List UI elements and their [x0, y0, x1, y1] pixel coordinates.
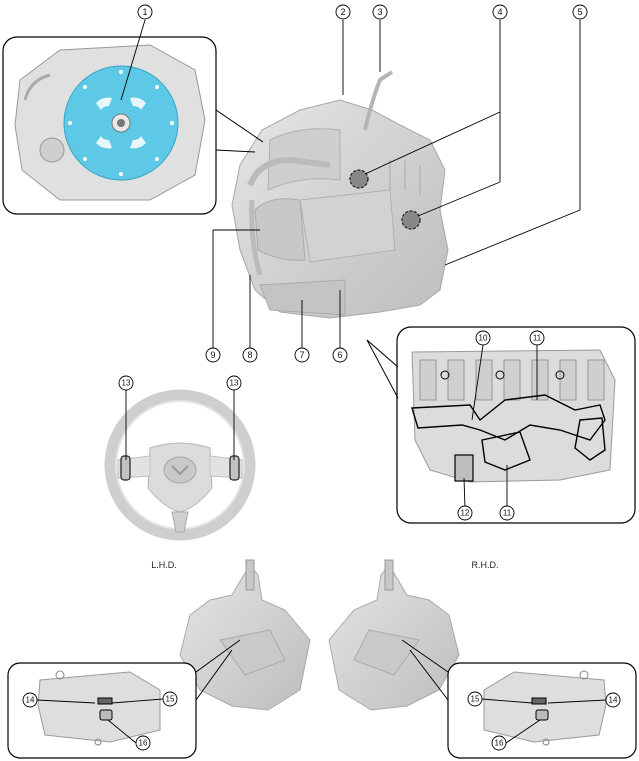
- callout-12: 12: [457, 505, 473, 521]
- caption-rhd: R.H.D.: [472, 560, 499, 570]
- svg-text:6: 6: [337, 350, 342, 360]
- switch-inset-lhd: [7, 662, 197, 759]
- callout-16-rhd: 16: [491, 735, 507, 751]
- paddle-left: [120, 455, 131, 481]
- callout-7: 7: [294, 347, 310, 363]
- shifter-rhd: [328, 559, 460, 711]
- callout-11-top: 11: [529, 330, 545, 346]
- callout-6: 6: [332, 347, 348, 363]
- callout-8: 8: [242, 347, 258, 363]
- callout-2: 2: [335, 4, 351, 20]
- callout-5: 5: [572, 4, 588, 20]
- caption-lhd: L.H.D.: [151, 560, 177, 570]
- seal-lower: [401, 210, 421, 230]
- callout-14-lhd: 14: [22, 692, 38, 708]
- solenoid-connector: [454, 454, 474, 482]
- inset-pointer-2: [366, 339, 399, 399]
- callout-13-left: 13: [118, 375, 134, 391]
- drive-plate-inset: [2, 36, 217, 215]
- svg-text:15: 15: [471, 695, 480, 704]
- svg-text:13: 13: [230, 379, 239, 388]
- svg-text:16: 16: [495, 739, 504, 748]
- callout-1: 1: [137, 4, 153, 20]
- svg-text:10: 10: [479, 334, 488, 343]
- callout-3: 3: [372, 4, 388, 20]
- callout-9: 9: [205, 347, 221, 363]
- svg-text:1: 1: [142, 7, 147, 17]
- paddle-right: [229, 455, 240, 481]
- svg-text:7: 7: [299, 350, 304, 360]
- svg-text:11: 11: [503, 509, 512, 518]
- svg-text:14: 14: [609, 696, 618, 705]
- svg-text:4: 4: [497, 7, 502, 17]
- svg-text:12: 12: [461, 509, 470, 518]
- callout-13-right: 13: [226, 375, 242, 391]
- inset-pointer-1: [215, 109, 264, 153]
- callout-15-lhd: 15: [162, 691, 178, 707]
- shifter-lhd: [179, 559, 311, 711]
- svg-text:2: 2: [340, 7, 345, 17]
- svg-text:5: 5: [577, 7, 582, 17]
- svg-text:9: 9: [210, 350, 215, 360]
- seal-upper: [349, 169, 369, 189]
- transaxle-body: [231, 70, 449, 319]
- svg-text:11: 11: [533, 334, 542, 343]
- callout-10: 10: [475, 330, 491, 346]
- svg-text:13: 13: [122, 379, 131, 388]
- leader-lines: [36, 19, 607, 744]
- svg-text:15: 15: [166, 695, 175, 704]
- svg-text:14: 14: [26, 696, 35, 705]
- switch-inset-pointers: [195, 639, 449, 701]
- valve-body-inset: [396, 326, 636, 524]
- callout-4: 4: [492, 4, 508, 20]
- callout-11-bottom: 11: [499, 505, 515, 521]
- svg-text:16: 16: [139, 739, 148, 748]
- svg-text:3: 3: [377, 7, 382, 17]
- switch-inset-rhd: [447, 662, 637, 759]
- svg-text:8: 8: [247, 350, 252, 360]
- callout-15-rhd: 15: [467, 691, 483, 707]
- callout-14-rhd: 14: [605, 692, 621, 708]
- steering-wheel: [104, 389, 256, 541]
- callout-16-lhd: 16: [135, 735, 151, 751]
